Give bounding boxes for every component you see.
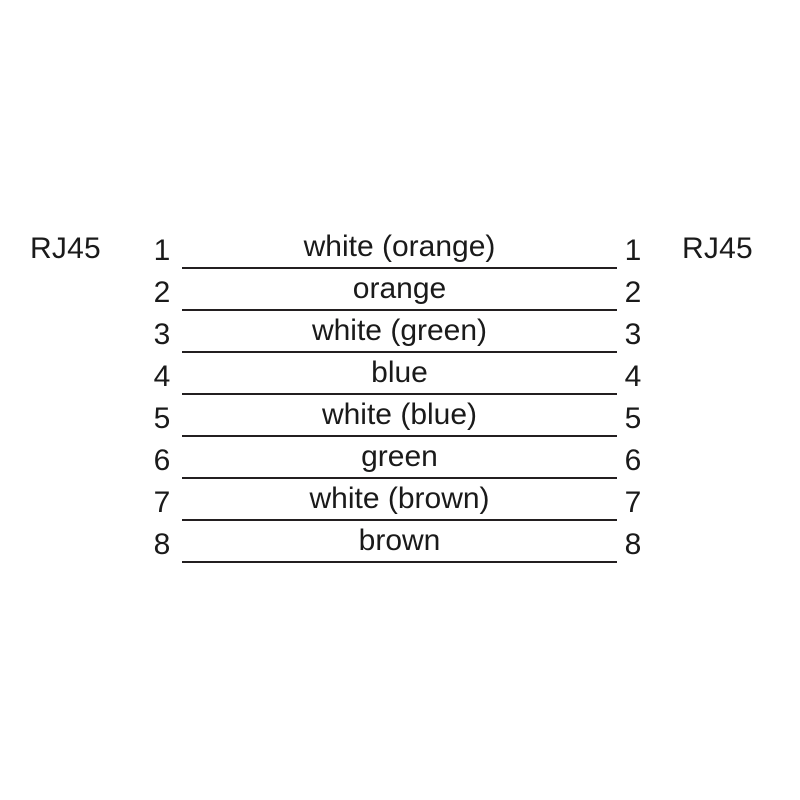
wire-color-label: white (brown) (309, 482, 490, 515)
right-pin-number: 3 (624, 318, 642, 351)
wire-conductor-line (182, 393, 617, 395)
right-pin-number: 2 (624, 276, 642, 309)
left-pin-number: 2 (153, 276, 171, 309)
left-pin-number: 6 (153, 444, 171, 477)
left-pin-number: 4 (153, 360, 171, 393)
wire-color-label: orange (352, 272, 447, 305)
wire-color-label: green (361, 440, 438, 473)
wire-row: white (green) 3 3 (0, 311, 800, 353)
wire-color-label: white (blue) (321, 398, 478, 431)
wire-color-label: white (orange) (303, 230, 496, 263)
wire-row: orange 2 2 (0, 269, 800, 311)
left-pin-number: 3 (153, 318, 171, 351)
left-pin-number: 5 (153, 402, 171, 435)
wire-color-label: brown (358, 524, 441, 557)
right-connector-label: RJ45 (682, 232, 753, 265)
right-pin-number: 8 (624, 528, 642, 561)
left-pin-number: 8 (153, 528, 171, 561)
right-pin-number: 1 (624, 234, 642, 267)
wire-row: white (orange) 1 1 (0, 227, 800, 269)
left-connector-label: RJ45 (30, 232, 101, 265)
wire-conductor-line (182, 561, 617, 563)
right-pin-number: 4 (624, 360, 642, 393)
left-pin-number: 7 (153, 486, 171, 519)
wire-row: blue 4 4 (0, 353, 800, 395)
right-pin-number: 6 (624, 444, 642, 477)
wire-row: white (blue) 5 5 (0, 395, 800, 437)
wire-row: brown 8 8 (0, 521, 800, 563)
wire-conductor-line (182, 351, 617, 353)
left-pin-number: 1 (153, 234, 171, 267)
wire-color-label: blue (371, 356, 428, 389)
wire-conductor-line (182, 309, 617, 311)
wire-row: white (brown) 7 7 (0, 479, 800, 521)
wire-conductor-line (182, 435, 617, 437)
right-pin-number: 5 (624, 402, 642, 435)
wire-conductor-line (182, 477, 617, 479)
wire-conductor-line (182, 267, 617, 269)
wire-row: green 6 6 (0, 437, 800, 479)
right-pin-number: 7 (624, 486, 642, 519)
wire-conductor-line (182, 519, 617, 521)
wire-color-label: white (green) (311, 314, 488, 347)
